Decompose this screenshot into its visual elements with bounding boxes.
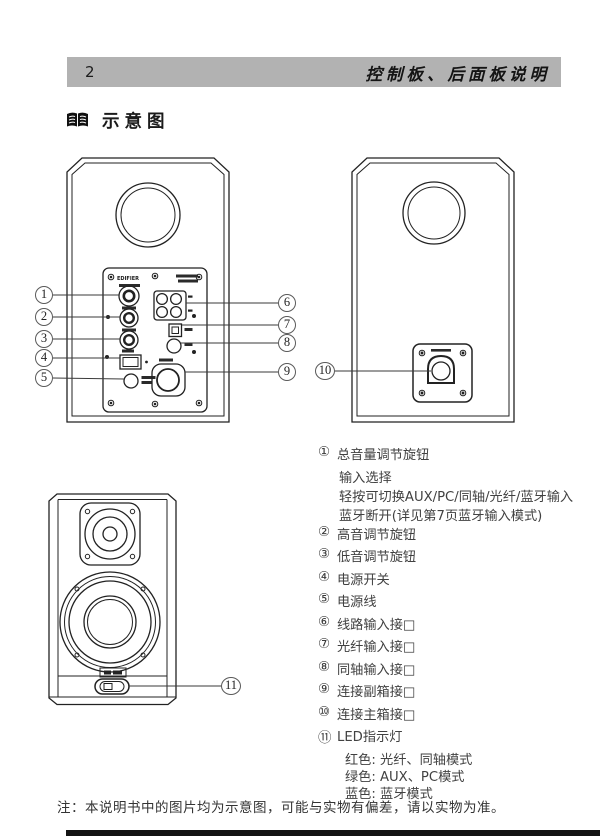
callout-3: 3 bbox=[35, 330, 53, 348]
callout-9: 9 bbox=[278, 363, 296, 381]
brand-badge bbox=[99, 667, 127, 678]
callout-6: 6 bbox=[278, 294, 296, 312]
right-speaker-rear-diagram bbox=[351, 157, 515, 423]
left-speaker-rear-diagram: EDIFIER bbox=[66, 157, 230, 423]
front-speaker-diagram bbox=[48, 493, 177, 706]
connector-label-print bbox=[431, 349, 451, 352]
coaxial-input bbox=[166, 338, 193, 354]
callout-11: 11 bbox=[221, 677, 241, 695]
legend-line: 绿色: AUX、PC模式 bbox=[345, 769, 465, 785]
control-panel: EDIFIER bbox=[102, 267, 208, 413]
bass-knob bbox=[119, 328, 139, 350]
header-bar: 2 控制板、后面板说明 bbox=[67, 57, 561, 87]
callout-4: 4 bbox=[35, 349, 53, 367]
bass-port bbox=[402, 181, 466, 245]
page-title: 示意图 bbox=[102, 111, 170, 132]
sub-link-connector bbox=[151, 358, 186, 397]
callout-5: 5 bbox=[35, 369, 53, 387]
legend-line: 输入选择 bbox=[339, 470, 392, 486]
bass-port bbox=[115, 182, 181, 248]
callout-1: 1 bbox=[35, 286, 53, 304]
callout-8: 8 bbox=[278, 334, 296, 352]
tweeter bbox=[79, 502, 141, 566]
legend-line: 蓝色: 蓝牙模式 bbox=[345, 786, 433, 802]
callout-leader-lines bbox=[52, 294, 431, 687]
page-bottom-bar bbox=[66, 830, 600, 836]
legend-line: 蓝牙断开(详见第7页蓝牙输入模式) bbox=[339, 508, 543, 524]
header-title: 控制板、后面板说明 bbox=[365, 65, 550, 84]
volume-knob bbox=[118, 284, 140, 307]
power-cord bbox=[123, 373, 156, 389]
panel-brand-text: EDIFIER bbox=[117, 276, 139, 282]
book-icon bbox=[67, 112, 88, 127]
treble-knob bbox=[119, 306, 139, 328]
footnote: 注：本说明书中的图片均为示意图，可能与实物有偏差，请以实物为准。 bbox=[57, 800, 505, 816]
led-indicator-window bbox=[94, 678, 130, 695]
callout-7: 7 bbox=[278, 316, 296, 334]
speaker-terminals bbox=[153, 290, 193, 321]
optical-input bbox=[168, 323, 193, 338]
power-switch bbox=[119, 349, 148, 370]
page-number: 2 bbox=[85, 63, 95, 81]
callout-10: 10 bbox=[315, 362, 335, 380]
woofer bbox=[59, 571, 161, 673]
legend-line: 红色: 光纤、同轴模式 bbox=[345, 752, 473, 768]
callout-2: 2 bbox=[35, 308, 53, 326]
section-heading: 示意图 bbox=[66, 109, 170, 132]
main-link-connector bbox=[412, 343, 473, 403]
panel-model-print bbox=[176, 274, 198, 278]
legend-line: 轻按可切换AUX/PC/同轴/光纤/蓝牙输入 bbox=[339, 489, 574, 505]
